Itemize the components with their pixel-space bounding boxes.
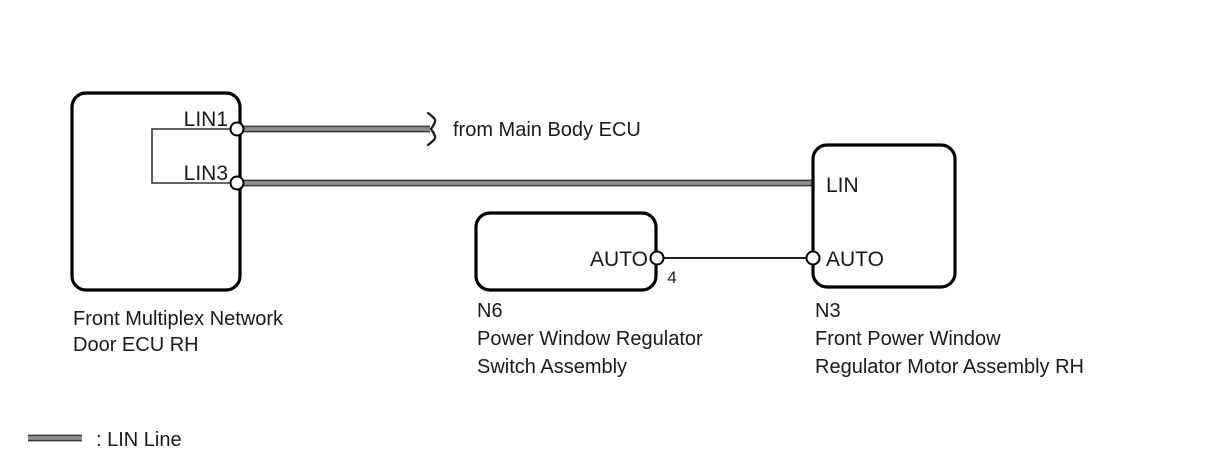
terminal-label-switch-auto: AUTO: [590, 248, 648, 271]
caption-power-window-switch-line2: Switch Assembly: [477, 356, 627, 378]
terminal-label-lin3: LIN3: [184, 162, 228, 185]
label-from-main-body-ecu: from Main Body ECU: [453, 119, 641, 141]
caption-power-window-switch-code: N6: [477, 300, 503, 322]
caption-power-window-switch-line1: Power Window Regulator: [477, 328, 703, 350]
terminal-dot-motor-auto[interactable]: [805, 250, 821, 266]
caption-front-power-window-motor-line1: Front Power Window: [815, 328, 1001, 350]
terminal-label-motor-lin: LIN: [826, 174, 859, 197]
wire-break-marker: [426, 111, 437, 147]
legend-lin-line-symbol: [28, 434, 82, 442]
caption-front-power-window-motor-line2: Regulator Motor Assembly RH: [815, 356, 1084, 378]
caption-front-power-window-motor-code: N3: [815, 300, 841, 322]
lin-wire-lin3-to-motor-lin: [237, 179, 816, 187]
terminal-label-lin1: LIN1: [184, 108, 228, 131]
component-box-front-power-window-motor[interactable]: [811, 143, 957, 289]
internal-bracket-lin1-lin3: [151, 128, 240, 184]
caption-front-multiplex-door-ecu-line2: Door ECU RH: [73, 334, 199, 356]
terminal-dot-switch-auto[interactable]: [649, 250, 665, 266]
terminal-dot-lin3[interactable]: [229, 175, 245, 191]
caption-front-multiplex-door-ecu-line1: Front Multiplex Network: [73, 308, 284, 330]
legend-lin-line-text: : LIN Line: [96, 429, 182, 451]
pin-number-switch-auto: 4: [667, 268, 676, 287]
terminal-label-motor-auto: AUTO: [826, 248, 884, 271]
terminal-dot-lin1[interactable]: [229, 121, 245, 137]
component-box-front-multiplex-door-ecu[interactable]: [70, 91, 242, 292]
lin-wire-lin1-to-main-body-ecu: [237, 125, 430, 133]
